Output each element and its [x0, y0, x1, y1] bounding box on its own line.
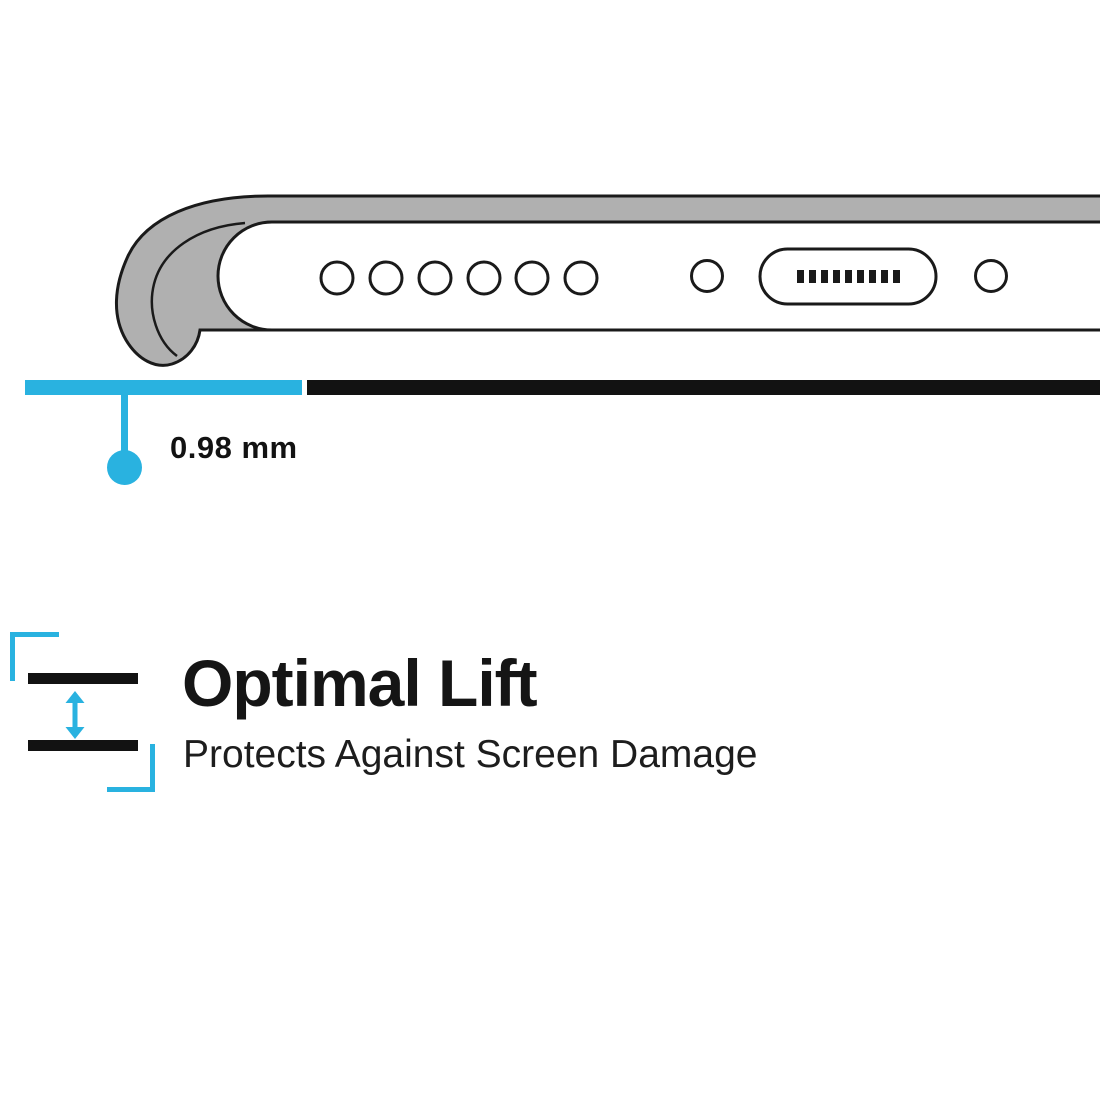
speaker-hole	[466, 260, 502, 296]
measurement-label: 0.98 mm	[170, 430, 298, 465]
speaker-hole	[319, 260, 355, 296]
speaker-hole	[563, 260, 599, 296]
screw-hole	[974, 259, 1008, 293]
microphone-hole	[690, 259, 724, 293]
screen-level-bar	[307, 380, 1100, 395]
double-arrow-icon	[65, 691, 85, 739]
charging-port-pins	[797, 270, 900, 283]
phone-case-illustration	[115, 194, 1100, 367]
speaker-hole	[417, 260, 453, 296]
measure-pointer-line	[121, 395, 128, 453]
bracket-bottom-right-icon	[107, 787, 155, 792]
measure-pointer-dot	[107, 450, 142, 485]
speaker-hole	[514, 260, 550, 296]
bracket-top-left-icon	[10, 632, 15, 681]
speaker-hole	[368, 260, 404, 296]
feature-subtitle: Protects Against Screen Damage	[183, 733, 758, 776]
lift-top-bar-icon	[28, 673, 138, 684]
feature-title: Optimal Lift	[182, 646, 538, 720]
case-inner-wall-line	[150, 221, 246, 358]
bracket-top-left-icon	[10, 632, 59, 637]
bracket-bottom-right-icon	[150, 744, 155, 792]
case-lip-measure-bar	[25, 380, 302, 395]
lift-bottom-bar-icon	[28, 740, 138, 751]
